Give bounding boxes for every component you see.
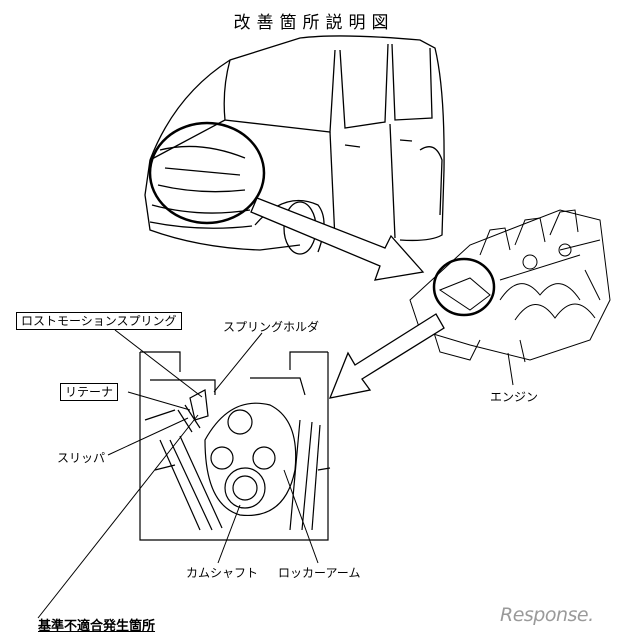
leader-lines — [37, 329, 514, 619]
label-engine: エンジン — [490, 390, 539, 404]
label-lost-motion-spring: ロストモーションスプリング — [16, 312, 182, 330]
response-watermark: Response. — [500, 604, 594, 626]
engine-highlight-circle — [432, 257, 496, 317]
label-retainer: リテーナ — [60, 383, 119, 401]
valvetrain-cutaway — [139, 351, 331, 541]
car-highlight-circle — [148, 121, 266, 225]
arrow-car-to-engine — [250, 197, 425, 281]
label-nonconformity-location: 基準不適合発生箇所 — [38, 619, 156, 634]
page-title: 改善箇所説明図 — [233, 13, 395, 33]
label-spring-holder: スプリングホルダ — [223, 320, 320, 334]
label-rocker-arm: ロッカーアーム — [278, 566, 361, 580]
arrow-engine-to-detail — [328, 313, 445, 399]
label-slipper: スリッパ — [57, 451, 106, 465]
label-camshaft: カムシャフト — [186, 566, 259, 580]
engine-drawing — [409, 209, 611, 363]
